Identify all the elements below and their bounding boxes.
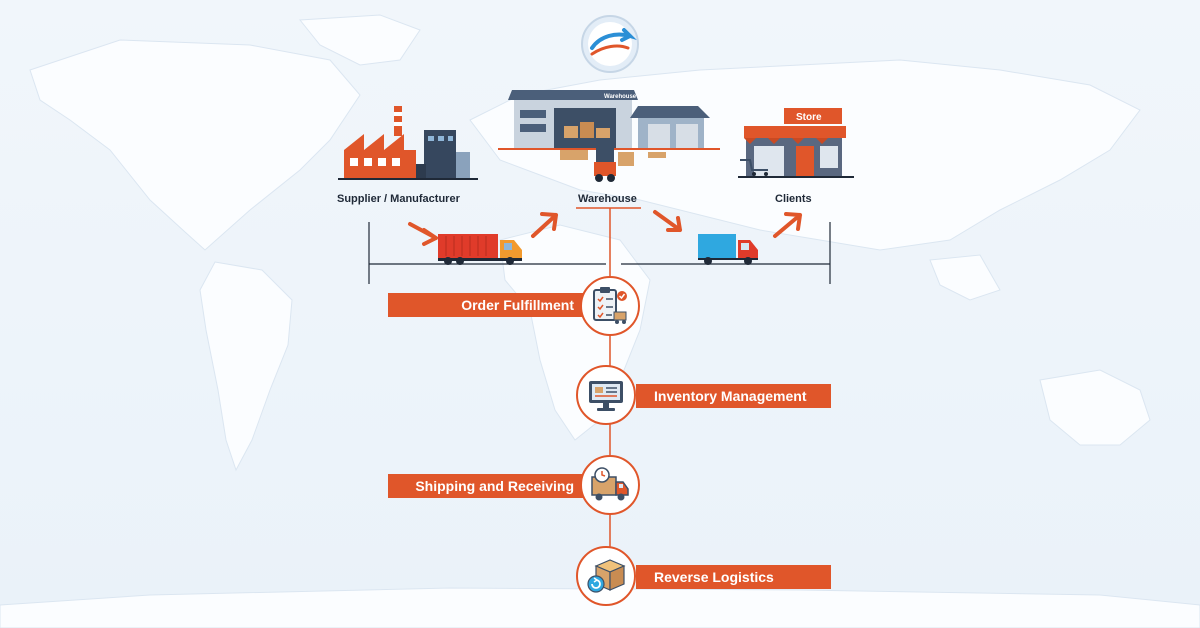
warehouse-sign: Warehouse: [604, 94, 637, 100]
order-fulfillment-node: [580, 276, 640, 336]
reverse-logistics-node: [576, 546, 636, 606]
clipboard-checklist-icon: [593, 287, 627, 324]
arrow-transport-to-warehouse: [531, 212, 558, 238]
arrow-supplier-to-transport: [408, 222, 438, 246]
arrow-warehouse-to-transport: [653, 210, 682, 232]
warehouse-label: Warehouse: [578, 193, 637, 205]
arrow-transport-to-clients: [773, 212, 802, 238]
shipping-receiving-banner: Shipping and Receiving: [388, 474, 588, 498]
inventory-management-node: [576, 365, 636, 425]
store-sign: Store: [796, 112, 822, 123]
factory-icon: [338, 106, 478, 180]
order-fulfillment-banner: Order Fulfillment: [388, 293, 588, 317]
container-truck-icon: [438, 234, 522, 265]
reverse-logistics-banner: Reverse Logistics: [636, 565, 831, 589]
shipping-receiving-node: [580, 455, 640, 515]
inventory-management-banner: Inventory Management: [636, 384, 831, 408]
monitor-inventory-icon: [589, 381, 623, 411]
delivery-van-clock-icon: [591, 467, 629, 501]
delivery-truck-icon: [698, 234, 758, 265]
box-return-icon: [587, 559, 626, 593]
globe-arrows-logo: [581, 15, 639, 73]
clients-label: Clients: [775, 193, 812, 205]
warehouse-icon: Warehouse: [498, 90, 720, 182]
supplier-label: Supplier / Manufacturer: [337, 193, 460, 205]
store-icon: Store: [738, 108, 854, 178]
